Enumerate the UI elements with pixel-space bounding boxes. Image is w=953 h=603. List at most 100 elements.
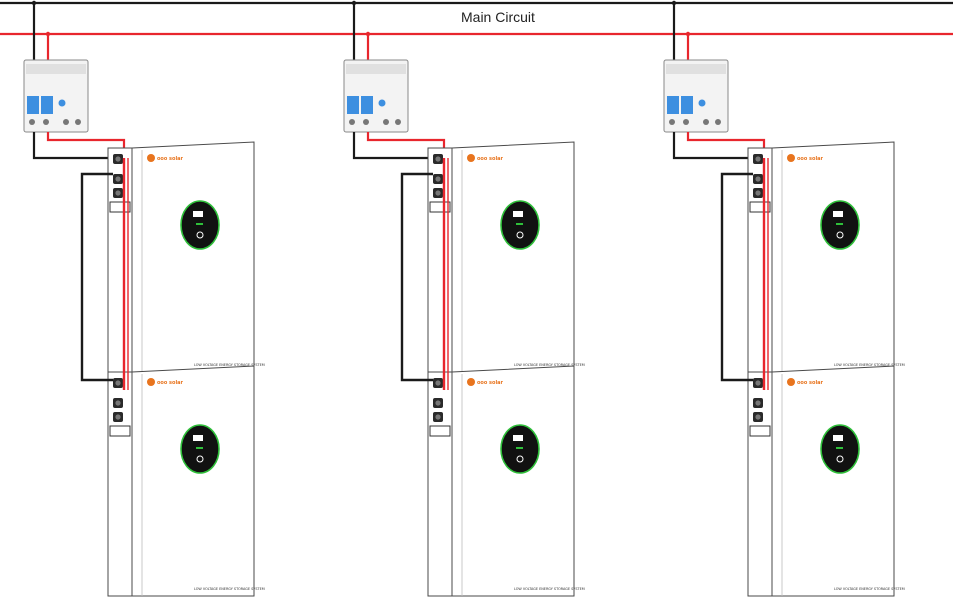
junction-dot	[31, 0, 37, 6]
junction-dot	[45, 31, 51, 37]
brand-name: ooo solar	[157, 380, 184, 386]
brand-logo-icon	[147, 378, 155, 386]
breaker-top-rail	[346, 64, 406, 74]
comm-port	[429, 201, 451, 213]
battery-model-label: LOW VOLTAGE ENERGY STORAGE SYSTEM	[194, 587, 265, 591]
comm-port	[429, 425, 451, 437]
junction-dot	[351, 0, 357, 6]
comm-port	[109, 425, 131, 437]
circuit-breaker	[343, 59, 409, 133]
terminal-bolt	[435, 190, 441, 196]
comm-port	[749, 425, 771, 437]
power-icon	[196, 231, 204, 239]
terminal-bolt	[115, 190, 121, 196]
terminal-bolt	[115, 380, 121, 386]
breaker-screw	[29, 119, 35, 125]
display-screen	[833, 211, 843, 217]
comm-port	[109, 201, 131, 213]
display-screen	[833, 435, 843, 441]
battery-side-panel	[747, 371, 773, 597]
brand-logo-icon	[147, 154, 155, 162]
brand-name: ooo solar	[797, 156, 824, 162]
battery-side-panel	[427, 371, 453, 597]
battery-front-panel	[131, 365, 255, 597]
terminal-bolt	[755, 176, 761, 182]
terminal-bolt	[435, 380, 441, 386]
battery-front-panel	[131, 141, 255, 373]
breaker-switch-left	[667, 96, 679, 114]
breaker-test-button	[378, 99, 386, 107]
power-icon	[836, 455, 844, 463]
breaker-screw	[349, 119, 355, 125]
terminal-bolt	[755, 400, 761, 406]
junction-dot	[671, 0, 677, 6]
main-circuit-label: Main Circuit	[461, 9, 535, 25]
display-indicator	[196, 223, 203, 225]
brand-name: ooo solar	[477, 156, 504, 162]
comm-port	[749, 201, 771, 213]
breaker-screw	[383, 119, 389, 125]
battery-side-panel	[107, 371, 133, 597]
breaker-top-rail	[26, 64, 86, 74]
circuit-breaker	[663, 59, 729, 133]
display-indicator	[836, 223, 843, 225]
brand-logo-icon	[467, 154, 475, 162]
battery-front-panel	[451, 141, 575, 373]
brand-name: ooo solar	[157, 156, 184, 162]
battery-model-label: LOW VOLTAGE ENERGY STORAGE SYSTEM	[194, 363, 265, 367]
breaker-screw	[683, 119, 689, 125]
breaker-screw	[703, 119, 709, 125]
terminal-bolt	[435, 176, 441, 182]
display-screen	[513, 211, 523, 217]
battery-front-panel	[771, 141, 895, 373]
terminal-bolt	[755, 190, 761, 196]
battery-front-panel	[451, 365, 575, 597]
battery-model-label: LOW VOLTAGE ENERGY STORAGE SYSTEM	[514, 363, 585, 367]
breaker-screw	[715, 119, 721, 125]
power-icon	[516, 231, 524, 239]
breaker-negative-wire	[352, 132, 433, 160]
power-icon	[516, 455, 524, 463]
power-icon	[836, 231, 844, 239]
terminal-bolt	[755, 380, 761, 386]
breaker-screw	[395, 119, 401, 125]
terminal-bolt	[115, 400, 121, 406]
terminal-bolt	[755, 414, 761, 420]
breaker-switch-left	[27, 96, 39, 114]
circuit-breaker	[23, 59, 89, 133]
terminal-bolt	[115, 156, 121, 162]
breaker-screw	[363, 119, 369, 125]
breaker-switch-left	[347, 96, 359, 114]
junction-dot	[365, 31, 371, 37]
display-screen	[193, 435, 203, 441]
breaker-switch-right	[41, 96, 53, 114]
junction-dot	[685, 31, 691, 37]
terminal-bolt	[435, 414, 441, 420]
breaker-screw	[63, 119, 69, 125]
breaker-negative-wire	[672, 132, 753, 160]
parallel-negative-wire	[80, 172, 113, 382]
parallel-negative-wire	[400, 172, 433, 382]
power-icon	[196, 455, 204, 463]
display-indicator	[516, 447, 523, 449]
battery-model-label: LOW VOLTAGE ENERGY STORAGE SYSTEM	[834, 363, 905, 367]
battery-model-label: LOW VOLTAGE ENERGY STORAGE SYSTEM	[514, 587, 585, 591]
display-screen	[193, 211, 203, 217]
breaker-switch-right	[361, 96, 373, 114]
terminal-bolt	[435, 400, 441, 406]
display-indicator	[516, 223, 523, 225]
terminal-bolt	[115, 414, 121, 420]
breaker-screw	[43, 119, 49, 125]
terminal-bolt	[755, 156, 761, 162]
brand-logo-icon	[787, 378, 795, 386]
brand-logo-icon	[787, 154, 795, 162]
terminal-bolt	[435, 156, 441, 162]
breaker-screw	[669, 119, 675, 125]
display-indicator	[196, 447, 203, 449]
display-indicator	[836, 447, 843, 449]
battery-front-panel	[771, 365, 895, 597]
